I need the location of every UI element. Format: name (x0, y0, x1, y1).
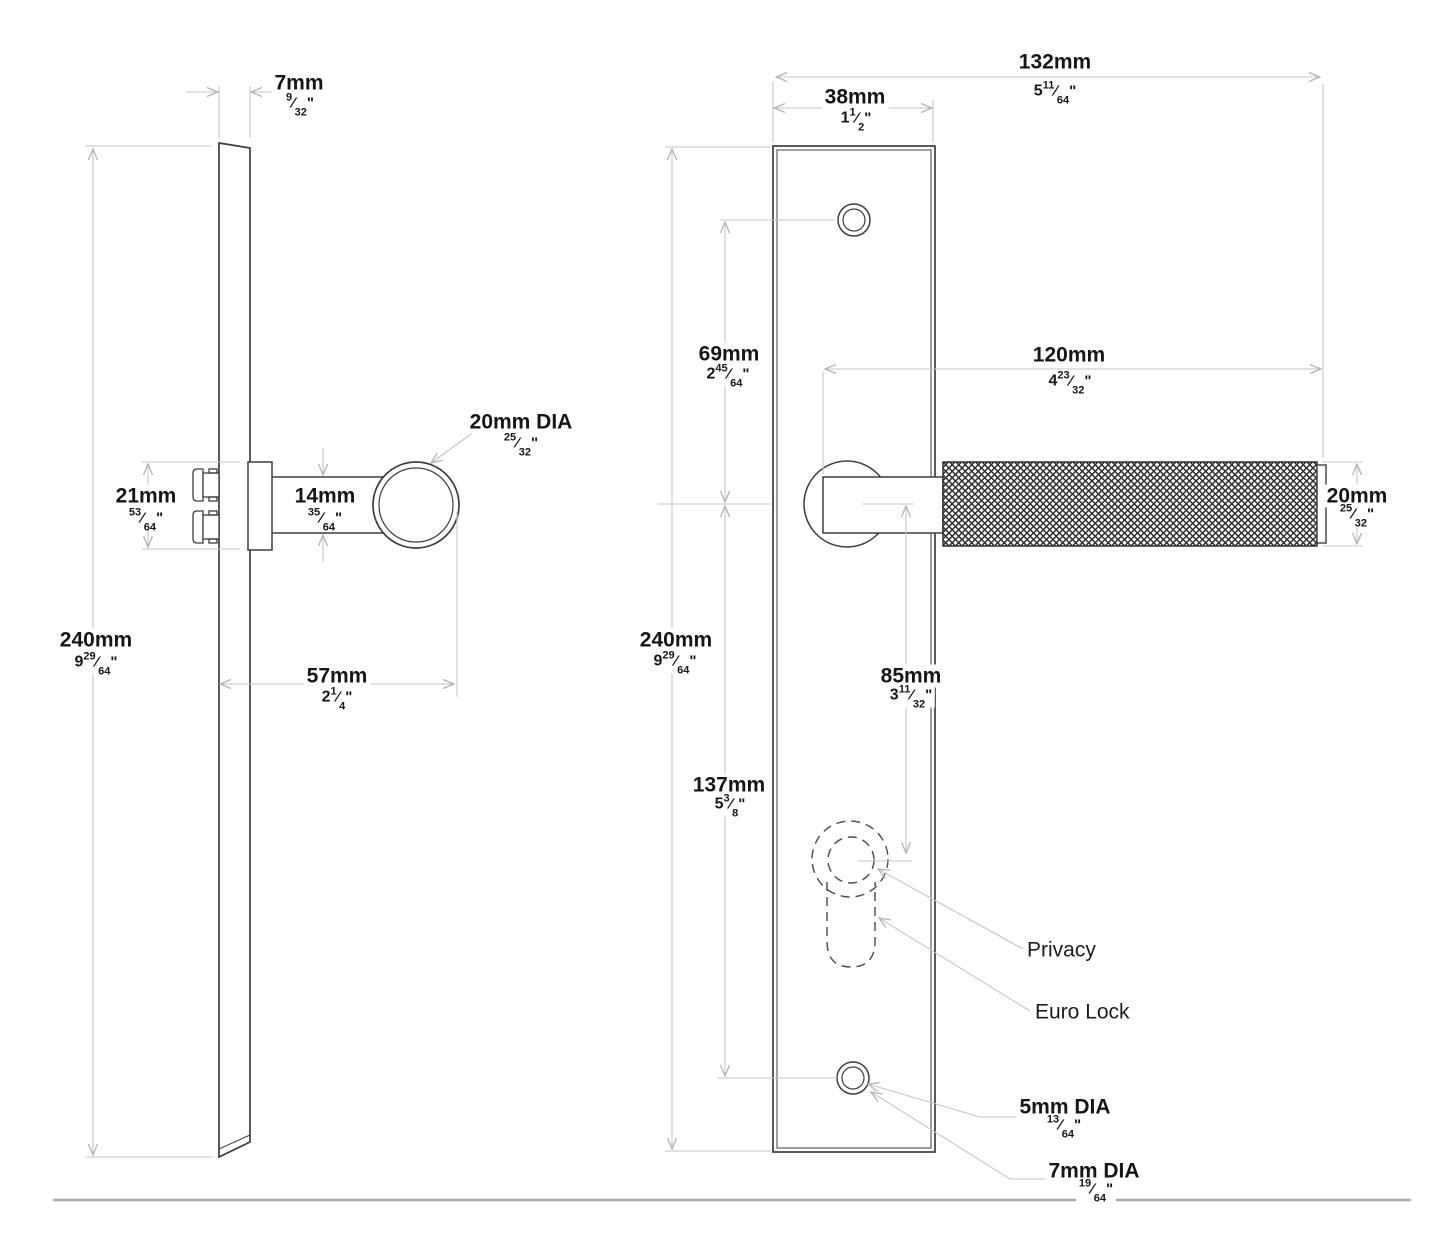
handle-end-outer-circle (372, 461, 460, 549)
dim-front-plate-width-imperial: 11⁄2" (837, 107, 875, 133)
screw-step-bottom-a (208, 510, 218, 516)
screw-head-bottom (192, 510, 204, 544)
rose-side (247, 461, 273, 551)
dim-front-lever-length-metric: 120mm (1029, 343, 1109, 367)
screw-body-top (202, 472, 220, 498)
screw-body-bottom (202, 514, 220, 540)
privacy-label: Privacy (1027, 938, 1096, 962)
dim-front-fixing-hole-diameter-metric: 7mm DIA (1045, 1159, 1143, 1183)
ext-85mm (858, 503, 914, 862)
euro-lock-label: Euro Lock (1035, 1000, 1130, 1024)
leader-20mm-dia (431, 428, 479, 463)
euro-cylinder-circle (827, 836, 875, 884)
ext-240mm-side (85, 145, 212, 1158)
dim-front-overall-width-imperial: 511⁄64" (1030, 80, 1080, 106)
backplate-side (218, 142, 251, 1159)
lock-cutout-dashed (811, 820, 889, 968)
dim-front-overall-width-metric: 132mm (1015, 50, 1095, 74)
leader-5mm-dia (868, 1084, 1024, 1118)
dim-front-lever-diameter-imperial: 25⁄32" (1336, 503, 1378, 529)
lever-neck-front (822, 476, 944, 534)
dim-side-plate-thickness-imperial: 9⁄32" (282, 92, 318, 118)
backplate-front-outer (772, 145, 936, 1153)
dim-side-handle-diameter-metric: 20mm DIA (466, 410, 576, 434)
dim-side-plate-length-metric: 240mm (56, 628, 136, 652)
top-screw-hole-inner (842, 208, 866, 232)
dim-side-plate-length-imperial: 929⁄64" (71, 651, 121, 677)
dim-side-projection-metric: 57mm (303, 664, 371, 688)
euro-cylinder-stem (826, 882, 876, 968)
leader-euro-lock (879, 918, 1031, 1012)
dim-front-plate-width-metric: 38mm (821, 85, 889, 109)
top-screw-hole-outer (837, 203, 871, 237)
fixing-screws-side (192, 468, 220, 544)
backplate-front-inner (776, 149, 932, 1149)
dim-side-rose-height-metric: 21mm (112, 484, 180, 508)
front-view (772, 145, 1327, 1153)
side-view (192, 142, 460, 1159)
dim-front-lever-length-imperial: 423⁄32" (1045, 370, 1095, 396)
screw-head-top (192, 468, 204, 502)
screw-step-top-b (208, 496, 218, 502)
dimension-lines (85, 77, 1362, 1180)
dim-front-screw-to-centre-metric: 69mm (695, 342, 763, 366)
ext-7mm (218, 86, 251, 138)
dim-front-plate-length-metric: 240mm (636, 628, 716, 652)
lever-knurled-grip (942, 461, 1318, 547)
backplate-side-bottom-edge (218, 1134, 251, 1150)
ext-20mm-lever (1322, 461, 1362, 547)
leader-7mm-dia (871, 1092, 1052, 1180)
dim-front-screw-hole-diameter-imperial: 13⁄64" (1043, 1114, 1085, 1140)
dim-front-screw-hole-diameter-metric: 5mm DIA (1016, 1095, 1114, 1119)
dim-side-handle-diameter-imperial: 25⁄32" (500, 432, 542, 458)
dim-side-neck-diameter-imperial: 35⁄64" (304, 507, 346, 533)
dim-side-rose-height-imperial: 53⁄64" (125, 507, 167, 533)
handle-neck-side (272, 476, 384, 534)
dim-front-fixing-hole-diameter-imperial: 19⁄64" (1075, 1178, 1117, 1204)
ext-240mm-front (665, 146, 771, 1152)
screw-step-bottom-b (208, 538, 218, 544)
leader-privacy (878, 869, 1024, 950)
dim-side-plate-thickness-metric: 7mm (271, 71, 327, 95)
dim-front-screw-to-centre-imperial: 245⁄64" (703, 363, 753, 389)
ext-21mm (142, 461, 240, 550)
handle-end-inner-circle (378, 467, 454, 543)
dim-side-neck-diameter-metric: 14mm (291, 484, 359, 508)
screw-step-top-a (208, 468, 218, 474)
bottom-screw-hole-inner (841, 1066, 865, 1090)
privacy-turn-outline (811, 820, 889, 898)
dim-front-centre-to-screw-imperial: 53⁄8" (711, 793, 749, 819)
dim-front-centre-to-cylinder-imperial: 311⁄32" (886, 684, 936, 710)
dim-side-projection-imperial: 21⁄4" (318, 686, 356, 712)
dim-front-plate-length-imperial: 929⁄64" (650, 650, 700, 676)
